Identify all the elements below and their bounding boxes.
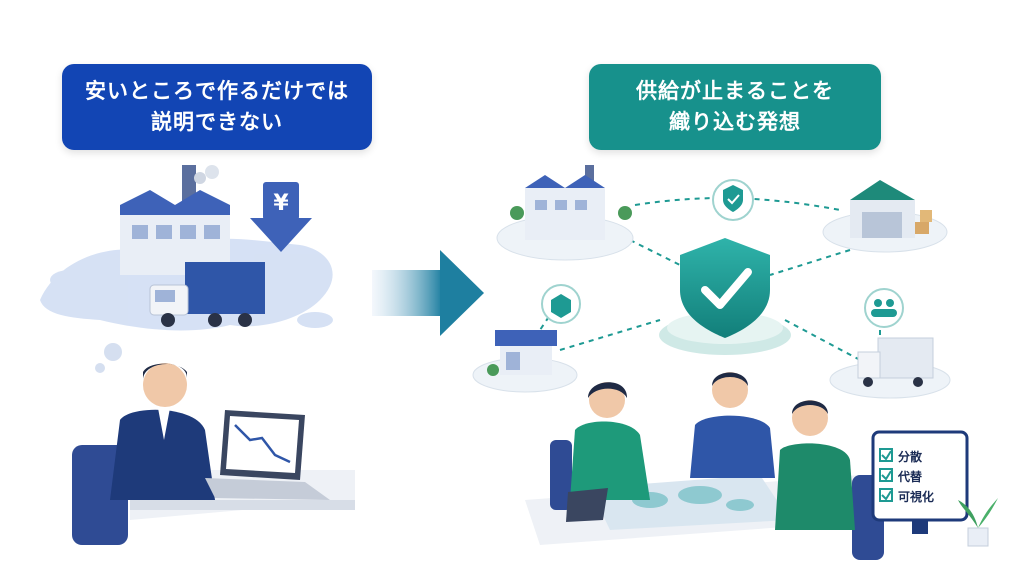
laptop-falling-chart-icon xyxy=(205,410,330,500)
meeting-man-right xyxy=(775,400,855,530)
right-banner: 供給が止まることを 織り込む発想 xyxy=(589,64,881,150)
factory-icon xyxy=(120,165,230,275)
checklist-item-3: 可視化 xyxy=(898,490,935,504)
checklist-item-1: 分散 xyxy=(898,450,923,464)
transition-arrow xyxy=(372,250,484,336)
warehouse-icon xyxy=(822,180,948,253)
right-banner-line1: 供給が止まることを xyxy=(636,79,834,103)
left-banner-line2: 説明できない xyxy=(151,110,283,134)
delivery-truck-icon xyxy=(829,337,951,399)
box-icon xyxy=(541,284,581,324)
yen-symbol: ¥ xyxy=(273,191,289,216)
factory-node xyxy=(496,165,634,261)
left-banner-line1: 安いところで作るだけでは xyxy=(85,79,349,103)
left-banner: 安いところで作るだけでは 説明できない xyxy=(62,64,372,150)
small-shield-icon xyxy=(712,179,754,221)
checklist-item-2: 代替 xyxy=(898,470,923,484)
thinking-man xyxy=(110,363,215,500)
plant-icon xyxy=(958,498,998,547)
shield-check-icon xyxy=(659,238,791,355)
yen-down-arrow-icon xyxy=(250,182,312,252)
store-icon xyxy=(472,330,578,393)
truck-icon xyxy=(149,262,265,327)
meeting-man-center xyxy=(690,372,775,478)
network-lines xyxy=(539,197,881,361)
people-icon xyxy=(864,288,904,328)
checklist-board-icon xyxy=(871,430,969,534)
meeting-woman xyxy=(570,382,650,500)
right-banner-line2: 織り込む発想 xyxy=(669,110,801,134)
